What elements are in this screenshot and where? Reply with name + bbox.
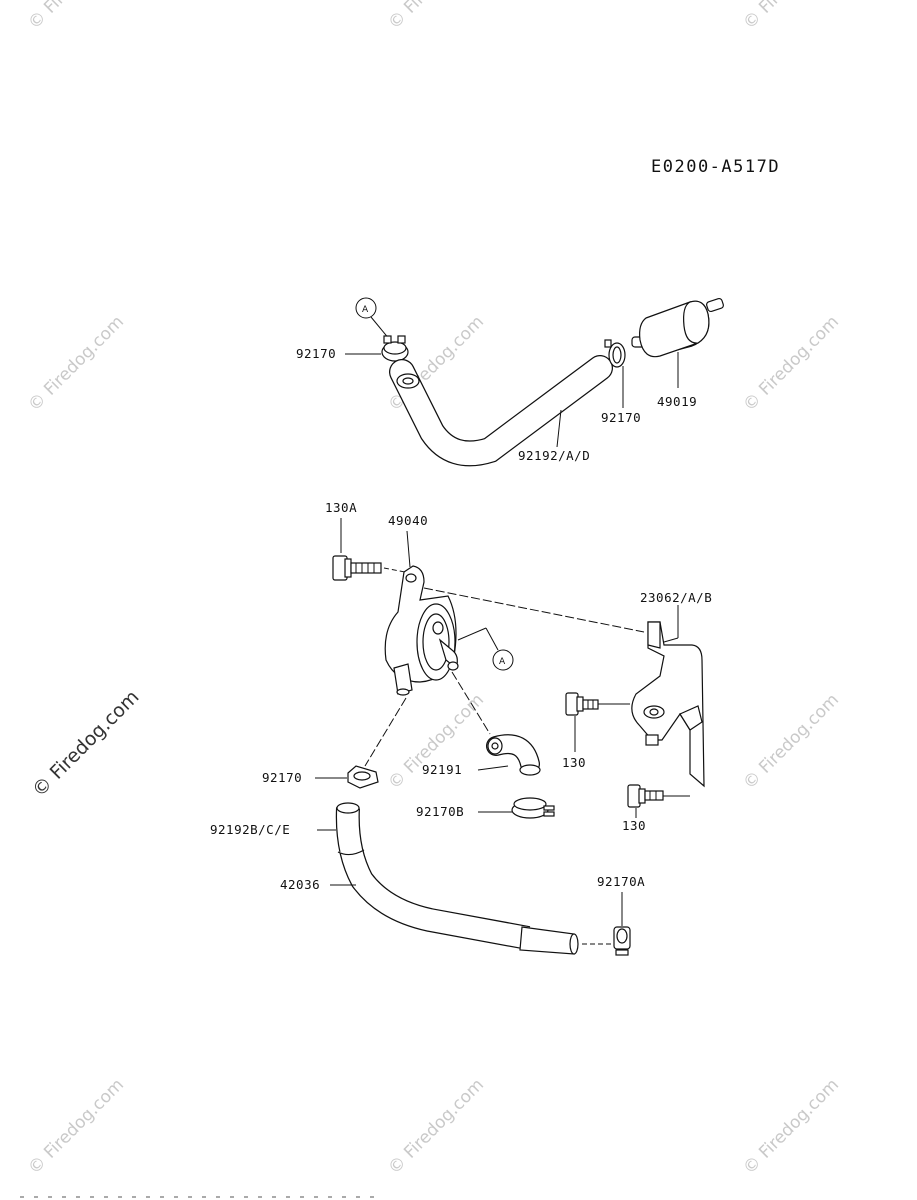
watermark: © Firedog.com [739, 690, 843, 794]
label-hose-42036: 42036 [280, 877, 320, 892]
watermark: © Firedog.com [24, 1075, 128, 1179]
label-fuel-filter-49019: 49019 [657, 394, 697, 409]
hose-42036 [317, 802, 579, 955]
diagram-code: E0200-A517D [651, 157, 780, 177]
label-bolt-130-lower: 130 [622, 818, 646, 833]
label-hose-92192: 92192/A/D [518, 448, 590, 463]
watermark: © Firedog.com [384, 1075, 488, 1179]
label-clamp-92170-top-left: 92170 [296, 346, 336, 361]
label-clamp-92170-top-right: 92170 [601, 410, 641, 425]
watermark: © Firedog.com [739, 312, 843, 416]
bolt-130-upper [565, 692, 630, 752]
clamp-92170-top-right [604, 339, 626, 408]
label-bracket-23062: 23062/A/B [640, 590, 712, 605]
clamp-92170a [582, 892, 631, 956]
label-bolt-130-upper: 130 [562, 755, 586, 770]
label-hose-92191: 92191 [422, 762, 462, 777]
watermark: © Firedog.com [24, 312, 128, 416]
watermark: © Firedog.com [739, 0, 843, 34]
watermark: © Firedog.com [739, 1075, 843, 1179]
label-hose-92192bce: 92192B/C/E [210, 822, 290, 837]
fuel-filter-49019 [631, 297, 724, 388]
watermark-prominent: © Firedog.com [28, 686, 143, 801]
label-clamp-92170a: 92170A [597, 874, 645, 889]
bolt-130a [332, 518, 406, 581]
label-bolt-130a: 130A [325, 500, 357, 515]
hose-92191 [477, 734, 541, 776]
callout-a-pump: A [457, 627, 514, 671]
clamp-92170-top-left [345, 335, 409, 362]
label-clamp-92170b: 92170B [416, 804, 464, 819]
callout-a-letter: A [499, 657, 506, 667]
fuel-pump-49040 [364, 530, 645, 767]
hose-92192 [389, 355, 613, 467]
callout-a-letter: A [362, 305, 369, 315]
label-clamp-92170-mid: 92170 [262, 770, 302, 785]
bracket-23062 [631, 605, 705, 788]
callout-a-top: A [355, 297, 391, 341]
label-fuel-pump-49040: 49040 [388, 513, 428, 528]
watermark: © Firedog.com [24, 0, 128, 34]
watermark: © Firedog.com [384, 0, 488, 34]
clamp-92170b [478, 797, 555, 819]
bolt-130-lower [627, 784, 690, 818]
clamp-92170-mid [315, 765, 379, 789]
